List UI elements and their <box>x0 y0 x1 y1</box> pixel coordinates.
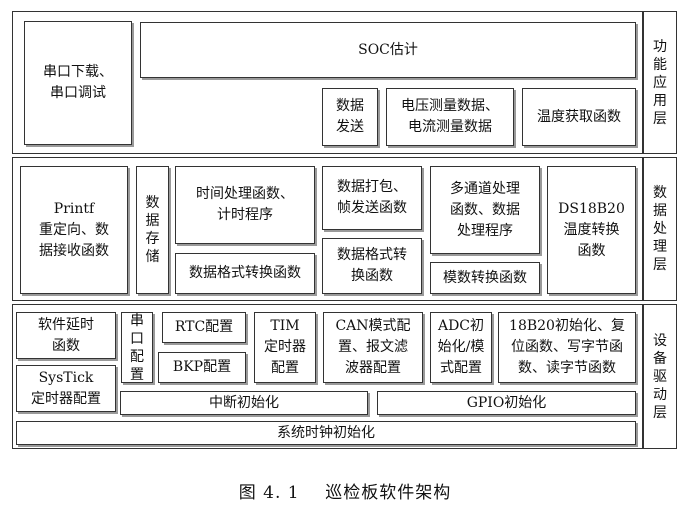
ds18b20-init-box: 18B20初始化、复 位函数、写字节函 数、读字节函数 <box>498 312 636 383</box>
figure-caption: 图 4. 1 巡检板软件架构 <box>238 483 452 503</box>
tim-timer-config-box: TIM 定时器 配置 <box>254 312 316 383</box>
serial-download-debug-box: 串口下载、 串口调试 <box>24 21 132 145</box>
ad-conversion-box: 模数转换函数 <box>430 262 540 294</box>
can-config-box: CAN模式配 置、报文滤 波器配置 <box>323 312 423 383</box>
data-format-convert-box-2: 数据格式转 换函数 <box>322 238 422 294</box>
voltage-current-data-box: 电压测量数据、 电流测量数据 <box>386 88 514 146</box>
printf-redirect-box: Printf 重定向、数 据接收函数 <box>20 166 128 294</box>
soc-estimation-box: SOC估计 <box>140 22 636 78</box>
data-send-box: 数据 发送 <box>322 88 378 146</box>
system-clock-init-box: 系统时钟初始化 <box>16 421 636 445</box>
data-pack-frame-send-box: 数据打包、 帧发送函数 <box>322 166 422 230</box>
temperature-acquire-box: 温度获取函数 <box>522 88 636 146</box>
rtc-config-box: RTC配置 <box>162 312 246 343</box>
multichannel-processing-box: 多通道处理 函数、数据 处理程序 <box>430 166 540 254</box>
data-processing-layer-label: 数 据 处 理 层 <box>643 157 677 301</box>
data-storage-box: 数 据 存 储 <box>136 166 169 294</box>
software-delay-box: 软件延时 函数 <box>16 312 116 359</box>
device-driver-layer-label: 设 备 驱 动 层 <box>643 304 677 449</box>
application-layer-label: 功 能 应 用 层 <box>643 11 677 154</box>
interrupt-init-box: 中断初始化 <box>120 391 368 415</box>
adc-init-box: ADC初 始化/模 式配置 <box>430 312 492 383</box>
systick-config-box: SysTick 定时器配置 <box>16 365 116 412</box>
data-format-convert-box-1: 数据格式转换函数 <box>175 253 315 294</box>
serial-config-box: 串 口 配 置 <box>121 312 153 383</box>
time-processing-box: 时间处理函数、 计时程序 <box>175 166 315 244</box>
ds18b20-conversion-box: DS18B20 温度转换 函数 <box>547 166 636 294</box>
gpio-init-box: GPIO初始化 <box>377 391 636 415</box>
bkp-config-box: BKP配置 <box>158 352 246 383</box>
